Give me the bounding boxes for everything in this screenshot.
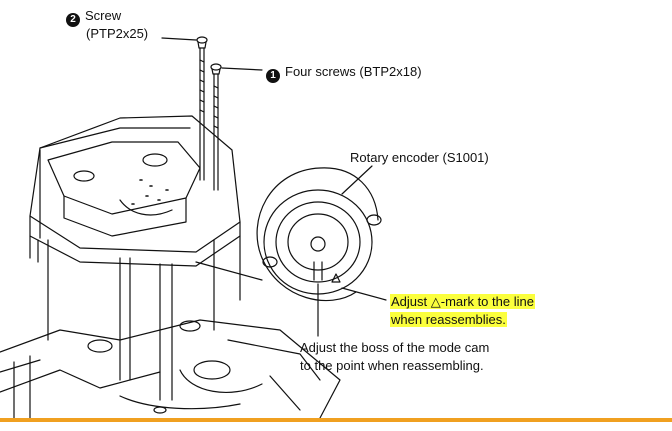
encoder-label: Rotary encoder (S1001) [350,150,489,165]
screw-ptp2x25 [196,36,208,181]
screw-btp2x18 [210,63,222,191]
encoder-leader [341,165,373,195]
bottom-rule [0,418,672,422]
adjust-mark-note-2: when reassemblies. [390,312,507,328]
adjust-mark-note: Adjust △-mark to the line [390,294,535,310]
adjust-boss-line2: to the point when reassembling. [300,358,484,373]
four-screws-callout: 1 Four screws (BTP2x18) [266,64,422,83]
adjust-mark-line1: Adjust △-mark to the line [390,294,535,309]
screw-leader [161,37,197,41]
callout-number-1: 1 [266,69,280,83]
four-screws-leader [221,67,263,71]
screw-spec-label: (PTP2x25) [86,26,149,41]
four-screws-label: Four screws (BTP2x18) [285,64,422,79]
rotary-encoder-drawing [256,167,382,302]
mark-leader [341,287,387,301]
adjust-mark-line2: when reassemblies. [390,312,507,327]
housing-assembly [29,115,241,267]
screw-label: Screw [85,8,122,23]
adjust-boss-line1: Adjust the boss of the mode cam [300,340,490,355]
callout-number-2: 2 [66,13,80,27]
screw-callout: 2 Screw [66,8,121,27]
lower-chassis [0,235,341,419]
